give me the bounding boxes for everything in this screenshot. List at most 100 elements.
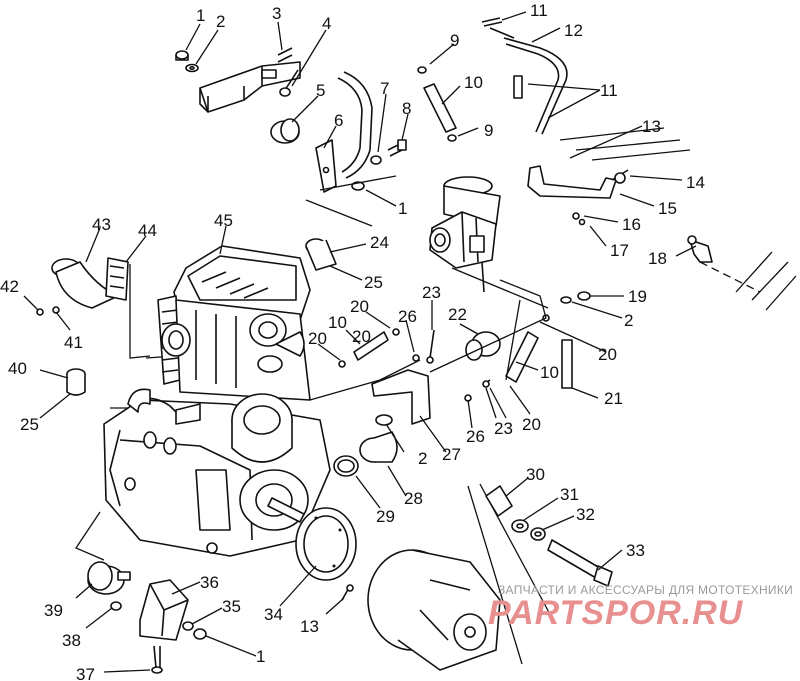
callout-label: 4 [322, 14, 331, 33]
sleeve-40 [66, 368, 86, 396]
washer-2c [375, 414, 393, 426]
tube-10b [505, 314, 550, 383]
callout-label: 22 [448, 305, 467, 324]
callout-label: 42 [0, 277, 19, 296]
callout-label: 9 [484, 121, 493, 140]
engine-block [103, 245, 331, 557]
callout-label: 28 [404, 489, 423, 508]
clutch-28 [359, 431, 398, 463]
callout-label: 23 [494, 419, 513, 438]
watermark-logo: PARTSPOR.RU [488, 594, 744, 632]
tube-10 [417, 66, 457, 142]
bolt-26 [412, 354, 420, 362]
callout-label: 3 [272, 4, 281, 23]
callout-label: 38 [62, 631, 81, 650]
right-hatch [699, 251, 797, 311]
bolt-37 [151, 645, 163, 674]
nut-17 [578, 218, 586, 226]
bolt-23 [482, 379, 491, 388]
callout-label: 15 [658, 199, 677, 218]
callout-label: 26 [466, 427, 485, 446]
screw-14 [611, 169, 629, 184]
callout-label: 13 [300, 617, 319, 636]
callout-label: 32 [576, 505, 595, 524]
drive-clutch [367, 549, 501, 671]
callout-label: 44 [138, 221, 157, 240]
washer-35 [182, 621, 194, 631]
callout-label: 9 [450, 31, 459, 50]
nut-1c [193, 628, 207, 640]
washer-16 [572, 212, 580, 220]
callout-label: 8 [402, 99, 411, 118]
callout-label: 26 [398, 307, 417, 326]
bolt-42 [36, 308, 44, 316]
callout-label: 16 [622, 215, 641, 234]
washer-32 [530, 527, 546, 541]
hose-7 [337, 71, 373, 179]
stud-3 [261, 47, 293, 79]
callout-label: 20 [598, 345, 617, 364]
nut-38 [110, 601, 122, 611]
damper-5 [270, 118, 300, 144]
bracket-15 [527, 165, 617, 199]
callout-label: 19 [628, 287, 647, 306]
callout-label: 18 [648, 249, 667, 268]
boot-24 [305, 238, 337, 271]
callout-label: 11 [530, 1, 548, 20]
watermark: ЗАПЧАСТИ И АКСЕССУАРЫ ДЛЯ МОТОТЕХНИКИ PA… [488, 583, 793, 632]
callout-label: 20 [522, 415, 541, 434]
hatch-13 [559, 127, 691, 161]
carburetor [429, 176, 501, 293]
callout-label: 24 [370, 233, 389, 252]
washer-20 [392, 328, 400, 336]
callout-label: 30 [526, 465, 545, 484]
washer-31 [511, 519, 529, 533]
damper-30 [485, 485, 513, 517]
callout-label: 20 [308, 329, 327, 348]
callout-label: 35 [222, 597, 241, 616]
bolt-23b [426, 329, 435, 364]
cover-34 [295, 507, 357, 581]
throttle-cable [481, 17, 568, 135]
bolt-33 [547, 539, 613, 587]
nut-1 [175, 50, 189, 61]
callout-label: 43 [92, 215, 111, 234]
callout-label: 41 [64, 333, 83, 352]
callout-label: 31 [560, 485, 579, 504]
callout-label: 40 [8, 359, 27, 378]
callout-label: 33 [626, 541, 645, 560]
callout-label: 5 [316, 81, 325, 100]
nut-19 [577, 291, 591, 301]
bracket-27 [371, 369, 431, 425]
bracket-6 [315, 139, 337, 193]
callout-label: 12 [564, 21, 583, 40]
callout-label: 10 [540, 363, 559, 382]
bolt-4 [279, 69, 299, 97]
hose-25 [127, 388, 201, 425]
callout-label: 1 [256, 647, 265, 666]
fitting-18 [687, 235, 713, 263]
callout-label: 21 [604, 389, 623, 408]
callout-label: 10 [328, 313, 347, 332]
callout-label: 34 [264, 605, 283, 624]
watermark-tagline: ЗАПЧАСТИ И АКСЕССУАРЫ ДЛЯ МОТОТЕХНИКИ [498, 583, 793, 597]
bolt-13 [341, 584, 354, 601]
callout-label: 2 [216, 12, 225, 31]
mount-damper-39 [87, 561, 131, 595]
callout-label: 2 [418, 449, 427, 468]
callout-label: 10 [464, 73, 483, 92]
callout-label: 11 [600, 81, 618, 100]
callout-label: 25 [20, 415, 39, 434]
damper-22 [465, 331, 501, 361]
engine-mount-36 [139, 579, 189, 641]
callout-label: 39 [44, 601, 63, 620]
callout-label: 1 [196, 6, 205, 25]
leader-lines [23, 11, 697, 673]
callout-label: 20 [352, 327, 371, 346]
callout-label: 17 [610, 241, 629, 260]
clamp-29 [333, 455, 359, 477]
callout-label: 20 [350, 297, 369, 316]
callout-label: 29 [376, 507, 395, 526]
callout-label: 13 [642, 117, 661, 136]
